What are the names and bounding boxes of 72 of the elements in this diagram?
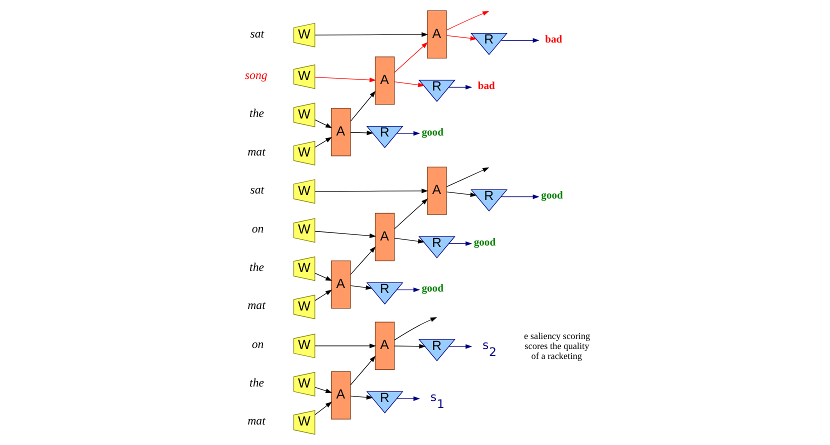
node-text: good: [473, 237, 496, 248]
node-label: on: [251, 337, 264, 352]
arrow: [448, 241, 472, 246]
arrow: [446, 35, 476, 41]
arrow: [500, 38, 539, 43]
node-box: W: [292, 218, 315, 243]
arrow: [314, 230, 376, 238]
node-box: W: [292, 140, 315, 166]
arrow: [394, 317, 437, 340]
node-box: W: [292, 64, 315, 89]
node-label: sat: [250, 26, 264, 40]
arrow: [350, 90, 376, 122]
arrow: [394, 42, 428, 73]
node-label: mat: [247, 298, 265, 312]
node-box: A: [374, 322, 394, 370]
arrow: [314, 136, 332, 148]
arrow: [350, 246, 376, 275]
node-box: W: [292, 410, 315, 435]
node-box: A: [330, 108, 350, 156]
arrow: [314, 344, 376, 348]
arrow: [446, 167, 489, 188]
node-label: the: [249, 260, 264, 274]
arrow: [500, 194, 539, 200]
arrow: [394, 82, 424, 88]
arrow: [394, 238, 424, 244]
arrow: [446, 11, 489, 30]
node-label: sat: [250, 182, 264, 197]
arrow: [396, 396, 420, 401]
node-box: A: [374, 212, 394, 262]
node-box: W: [292, 334, 315, 358]
arrow: [350, 130, 373, 136]
node-box: W: [292, 102, 315, 128]
node-box: W: [292, 22, 315, 48]
node-text: good: [421, 284, 443, 295]
arrow: [314, 188, 428, 194]
node-text: good: [540, 190, 562, 202]
node-box: W: [292, 372, 315, 396]
arrow: [446, 192, 476, 197]
arrow: [314, 120, 332, 128]
node-label: mat: [247, 144, 265, 158]
node-box: A: [330, 371, 350, 420]
label: e saliency scoring scores the quality of a racketing: [524, 331, 590, 361]
node-text: bad: [477, 81, 494, 92]
arrow: [314, 76, 376, 82]
node-box: W: [292, 294, 315, 320]
arrow: [448, 84, 472, 90]
arrow: [314, 290, 332, 301]
node-box: A: [426, 166, 446, 215]
arrow: [350, 356, 376, 386]
node-box: W: [292, 179, 315, 204]
arrow: [350, 395, 373, 400]
arrow: [314, 272, 332, 281]
node-text: good: [421, 127, 443, 138]
node-box: A: [374, 56, 394, 105]
node-box: W: [292, 256, 315, 281]
arrow: [314, 32, 428, 37]
arrow: [314, 402, 332, 416]
node-text: bad: [544, 34, 562, 46]
arrow: [394, 344, 426, 349]
node-label: the: [249, 375, 264, 390]
node-label: mat: [247, 414, 265, 428]
node-label: on: [251, 222, 264, 236]
node-label: song: [244, 68, 267, 82]
arrow: [448, 344, 472, 349]
node-box: A: [330, 260, 350, 309]
arrow: [394, 198, 428, 230]
arrow: [314, 387, 332, 394]
node-box: A: [426, 10, 446, 59]
arrow: [396, 131, 420, 136]
arrow: [396, 288, 420, 292]
node-label: the: [249, 106, 264, 120]
arrow: [350, 285, 372, 290]
